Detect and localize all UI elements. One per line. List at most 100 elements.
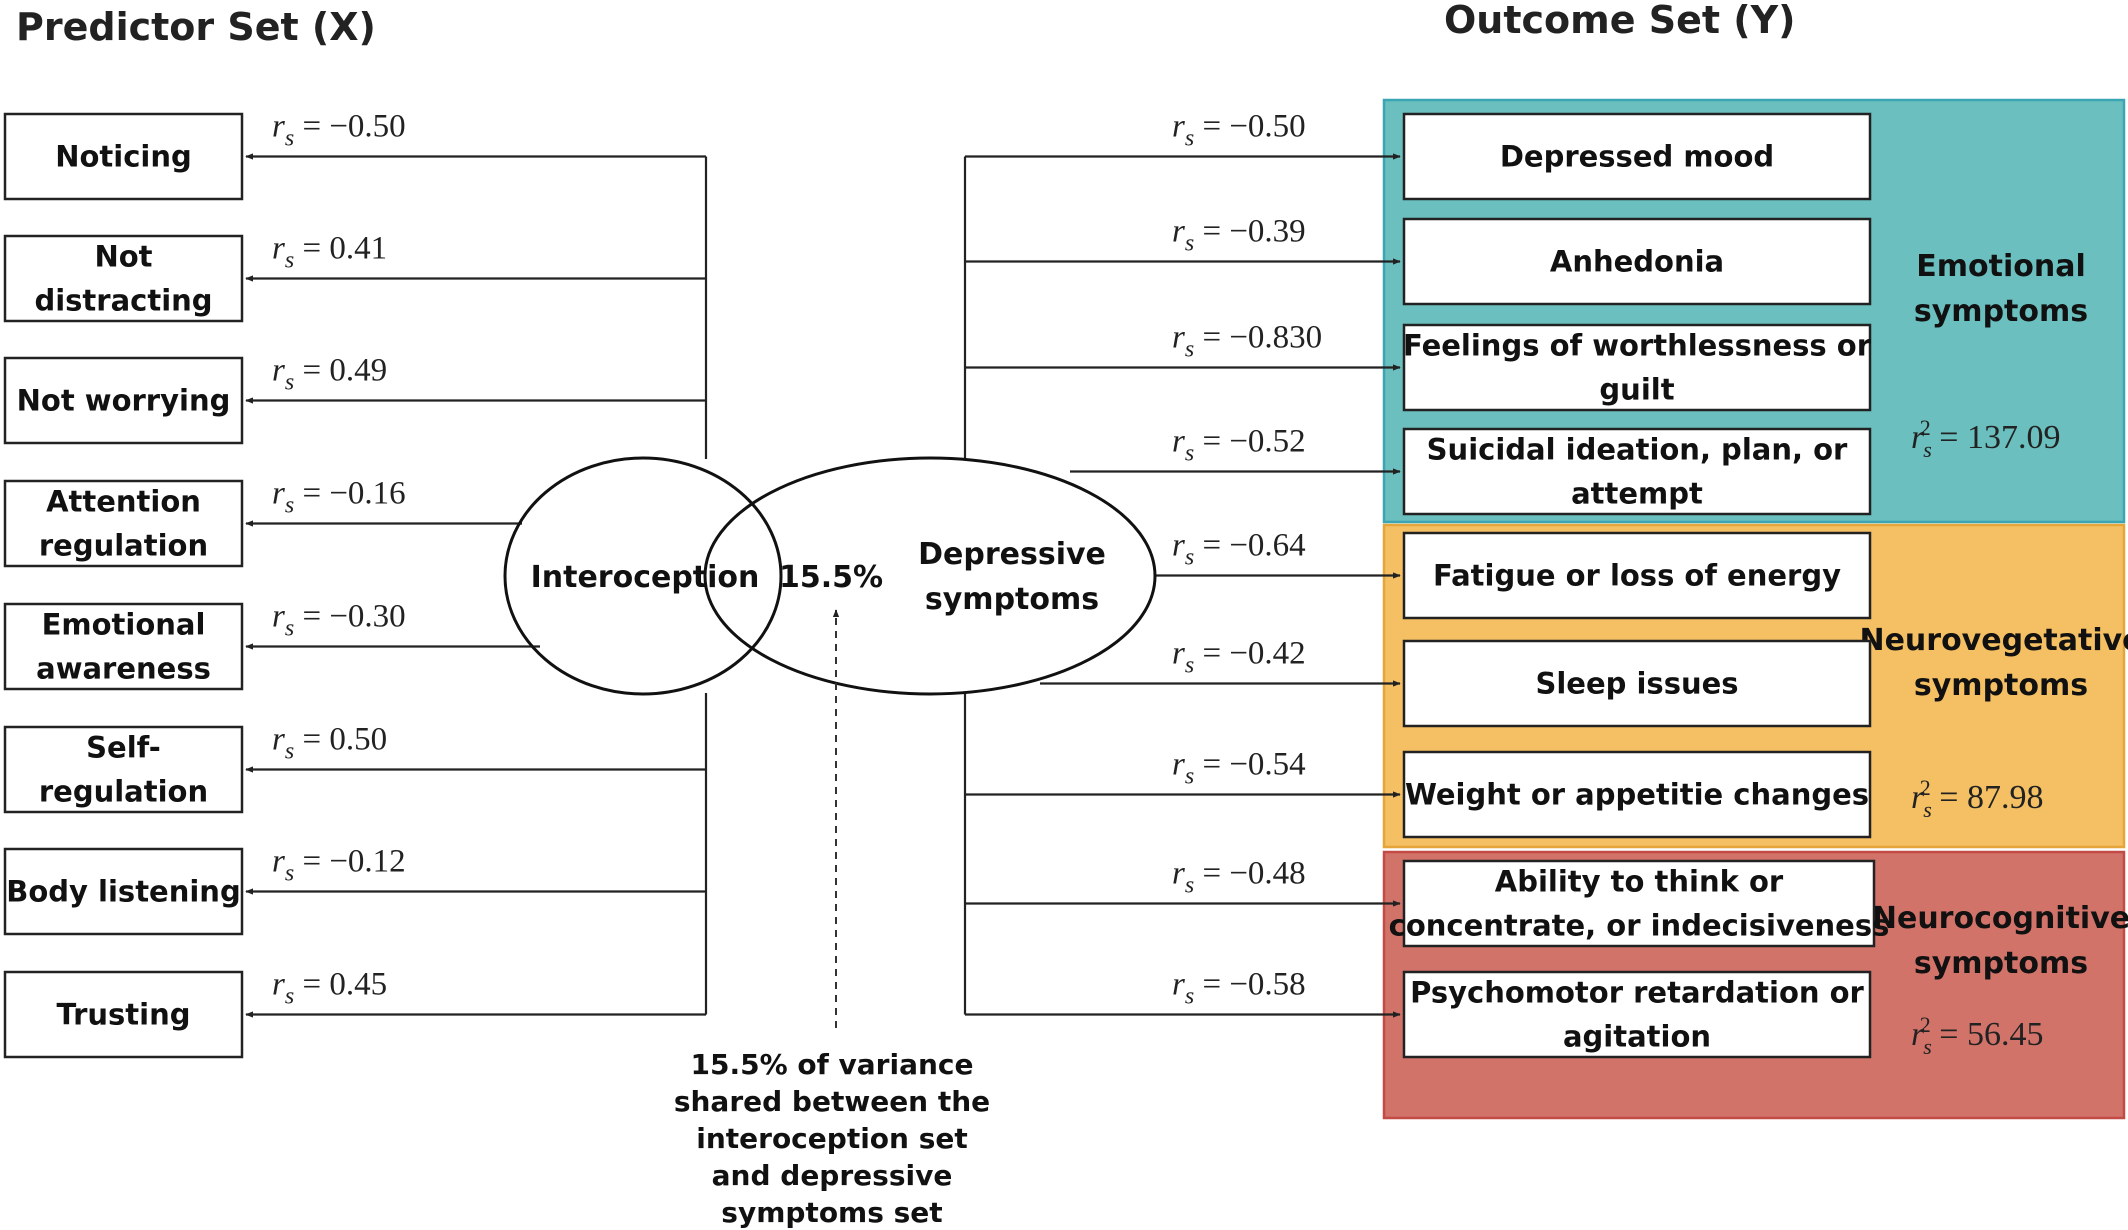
outcome-suicidal-ideation-coef-value: −0.52: [1229, 424, 1305, 460]
outcome-worthlessness-guilt-coef-value: −0.830: [1229, 320, 1322, 356]
neurocognitive-group-label-line1: Neurocognitive: [1872, 901, 2128, 936]
outcome-suicidal-ideation-label-line2: attempt: [1571, 477, 1703, 511]
outcome-sleep-issues-coef: rs = −0.42: [1172, 636, 1306, 679]
predictor-noticing-box: [3, 112, 244, 201]
outcome-fatigue-box: [1402, 531, 1872, 620]
predictor-not-worrying-coef: rs = 0.49: [272, 353, 387, 396]
predictor-body-listening-coef: rs = −0.12: [272, 844, 406, 887]
shared-variance-label: 15.5%: [779, 560, 883, 595]
outcome-anhedonia-label-line1: Anhedonia: [1550, 245, 1724, 279]
outcome-sleep-issues-coef-value: −0.42: [1229, 636, 1305, 672]
outcome-anhedonia-coef: rs = −0.39: [1172, 214, 1306, 257]
outcome-weight-appetite-coef-value: −0.54: [1229, 747, 1305, 783]
predictor-not-distracting-coef-value: 0.41: [329, 231, 387, 267]
outcome-suicidal-ideation-label-line1: Suicidal ideation, plan, or: [1427, 433, 1848, 467]
predictor-noticing-coef: rs = −0.50: [272, 109, 406, 152]
outcome-psychomotor-coef-value: −0.58: [1229, 967, 1305, 1003]
predictor-attention-regulation-box: [3, 479, 244, 568]
neurovegetative-r2-value: 87.98: [1967, 779, 2044, 816]
predictor-trusting-coef-value: 0.45: [329, 967, 387, 1003]
outcome-sleep-issues-label-line1: Sleep issues: [1535, 667, 1738, 701]
outcome-sleep-issues-box: [1402, 639, 1872, 728]
outcome-concentration-label-line2: concentrate, or indecisiveness: [1389, 909, 1890, 943]
predictor-attention-regulation-label-line1: Attention: [46, 485, 201, 519]
predictor-body-listening-label-line1: Body listening: [6, 875, 240, 909]
predictor-emotional-awareness-label-line1: Emotional: [42, 608, 206, 642]
outcome-psychomotor-label-line2: agitation: [1563, 1020, 1711, 1054]
emotional-r2-value: 137.09: [1967, 419, 2061, 456]
predictor-body-listening-coef-value: −0.12: [329, 844, 405, 880]
outcome-set-heading: Outcome Set (Y): [1444, 0, 1796, 42]
predictor-attention-regulation-coef: rs = −0.16: [272, 476, 406, 519]
predictor-trusting-box: [3, 970, 244, 1059]
outcome-fatigue-label-line1: Fatigue or loss of energy: [1433, 559, 1841, 593]
predictor-noticing-label-line1: Noticing: [55, 140, 192, 174]
outcome-fatigue-coef: rs = −0.64: [1172, 528, 1306, 571]
shared-variance-note-line3: interoception set: [696, 1122, 968, 1155]
predictor-emotional-awareness-box: [3, 602, 244, 691]
outcome-worthlessness-guilt-box: [1402, 323, 1872, 412]
outcome-concentration-label-line1: Ability to think or: [1495, 865, 1784, 899]
depressive-symptoms-label-line1: Depressive: [918, 537, 1106, 572]
shared-variance-note-line1: 15.5% of variance: [690, 1048, 973, 1081]
outcome-suicidal-ideation-coef: rs = −0.52: [1172, 424, 1306, 467]
outcome-worthlessness-guilt-label-line1: Feelings of worthlessness or: [1403, 329, 1872, 363]
outcome-psychomotor-box: [1402, 970, 1872, 1059]
predictor-body-listening-box: [3, 847, 244, 936]
outcome-fatigue-coef-value: −0.64: [1229, 528, 1305, 564]
center-venn: Interoception 15.5% Depressive symptoms: [503, 456, 1157, 696]
predictor-not-distracting-label-line1: Not: [94, 240, 152, 274]
outcome-depressed-mood-coef-value: −0.50: [1229, 109, 1305, 145]
outcome-anhedonia-box: [1402, 217, 1872, 306]
outcome-suicidal-ideation-box: [1402, 427, 1872, 516]
predictor-trusting-label-line1: Trusting: [56, 998, 190, 1032]
predictor-self-regulation-label-line2: regulation: [39, 775, 208, 809]
emotional-group-label-line1: Emotional: [1916, 249, 2085, 284]
connector-lines: rs = −0.50 rs = 0.41 rs = 0.49 rs = −0.16 rs…: [245, 109, 1401, 1018]
outcome-depressed-mood-coef: rs = −0.50: [1172, 109, 1306, 152]
outcome-weight-appetite-label-line1: Weight or appetitie changes: [1405, 778, 1869, 812]
predictor-self-regulation-box: [3, 725, 244, 814]
shared-variance-note-line2: shared between the: [674, 1085, 990, 1118]
predictor-emotional-awareness-coef-value: −0.30: [329, 599, 405, 635]
predictor-not-distracting-coef: rs = 0.41: [272, 231, 387, 274]
outcome-psychomotor-coef: rs = −0.58: [1172, 967, 1306, 1010]
neurovegetative-group-label-line2: symptoms: [1914, 668, 2088, 703]
predictor-not-worrying-box: [3, 356, 244, 445]
shared-variance-note: 15.5% of variance shared between the inter…: [674, 1048, 990, 1229]
emotional-r2: rs2 = 137.09: [1911, 415, 2060, 462]
outcome-weight-appetite-box: [1402, 750, 1872, 839]
predictor-self-regulation-label-line1: Self-: [86, 731, 161, 765]
outcome-worthlessness-guilt-coef: rs = −0.830: [1172, 320, 1322, 363]
outcome-concentration-coef: rs = −0.48: [1172, 856, 1306, 899]
predictor-not-worrying-coef-value: 0.49: [329, 353, 387, 389]
interoception-label: Interoception: [531, 560, 760, 595]
shared-variance-note-line5: symptoms set: [721, 1196, 942, 1229]
predictor-set-heading: Predictor Set (X): [16, 5, 376, 49]
emotional-group-label-line2: symptoms: [1914, 294, 2088, 329]
neurovegetative-r2: rs2 = 87.98: [1911, 775, 2043, 822]
predictor-noticing-coef-value: −0.50: [329, 109, 405, 145]
shared-variance-note-line4: and depressive: [712, 1159, 953, 1192]
depressive-symptoms-label-line2: symptoms: [925, 582, 1099, 617]
predictor-self-regulation-coef-value: 0.50: [329, 722, 387, 758]
predictor-not-distracting-label-line2: distracting: [34, 284, 212, 318]
outcome-psychomotor-label-line1: Psychomotor retardation or: [1410, 976, 1864, 1010]
outcome-worthlessness-guilt-label-line2: guilt: [1599, 373, 1674, 407]
predictor-not-distracting-box: [3, 234, 244, 323]
outcome-concentration-coef-value: −0.48: [1229, 856, 1305, 892]
outcome-depressed-mood-label-line1: Depressed mood: [1500, 140, 1774, 174]
predictor-emotional-awareness-label-line2: awareness: [36, 652, 211, 686]
neurocognitive-r2: rs2 = 56.45: [1911, 1012, 2043, 1059]
depressive-symptoms-ellipse: [703, 456, 1157, 696]
interoception-ellipse: [503, 456, 783, 696]
neurovegetative-group-label-line1: Neurovegetative: [1859, 623, 2128, 658]
neurocognitive-group-label-line2: symptoms: [1914, 946, 2088, 981]
predictor-attention-regulation-coef-value: −0.16: [329, 476, 405, 512]
outcome-weight-appetite-coef: rs = −0.54: [1172, 747, 1306, 790]
predictor-self-regulation-coef: rs = 0.50: [272, 722, 387, 765]
outcome-anhedonia-coef-value: −0.39: [1229, 214, 1305, 250]
